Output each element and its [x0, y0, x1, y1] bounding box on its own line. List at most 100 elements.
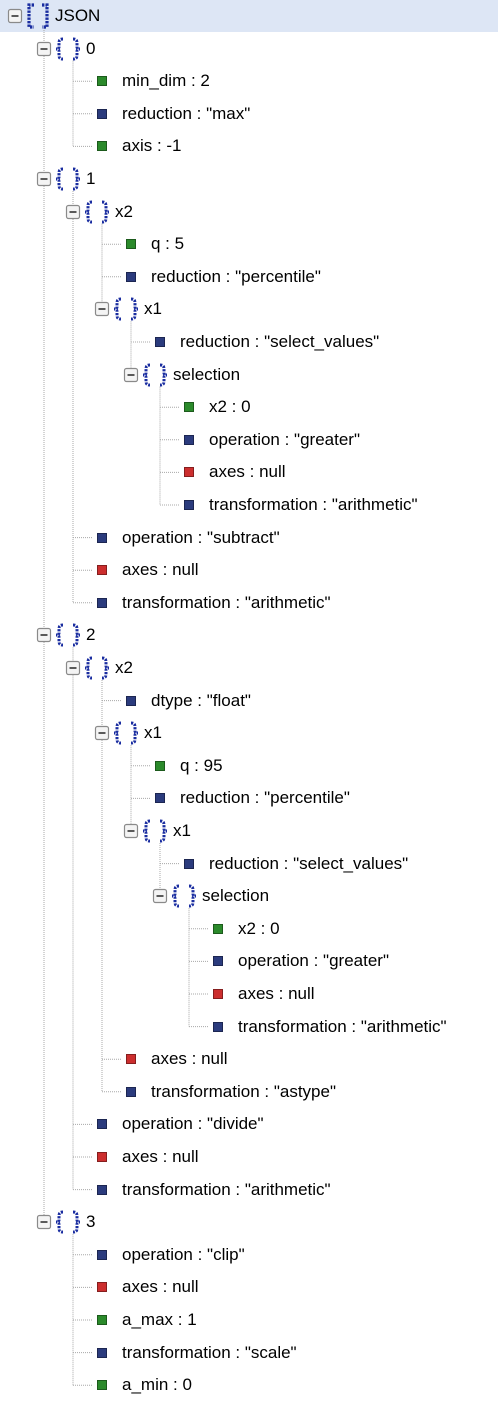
tree-leaf-item[interactable]: a_min : 0 — [97, 1369, 192, 1401]
object-braces-icon — [83, 200, 111, 224]
collapse-toggle-icon[interactable] — [7, 8, 23, 24]
leaf-text: transformation : "arithmetic" — [122, 592, 331, 612]
leaf-text: x2 : 0 — [238, 918, 280, 938]
collapse-toggle-icon[interactable] — [94, 725, 110, 741]
collapse-toggle-icon[interactable] — [123, 367, 139, 383]
object-braces-icon — [112, 721, 140, 745]
tree-object-node[interactable]: x2 — [65, 652, 133, 684]
string-value-icon — [97, 108, 107, 119]
node-label: selection — [173, 364, 241, 384]
tree-leaf-item[interactable]: reduction : "percentile" — [155, 782, 350, 814]
collapse-toggle-icon[interactable] — [36, 41, 52, 57]
collapse-toggle-icon[interactable] — [36, 171, 52, 187]
tree-leaf-item[interactable]: operation : "clip" — [97, 1239, 245, 1271]
tree-object-node[interactable]: 1 — [36, 163, 95, 195]
string-value-icon — [97, 1347, 107, 1358]
tree-leaf-item[interactable]: operation : "subtract" — [97, 522, 280, 554]
tree-object-node[interactable]: 3 — [36, 1206, 95, 1238]
number-value-icon — [97, 76, 107, 87]
tree-leaf-item[interactable]: reduction : "select_values" — [155, 326, 379, 358]
tree-leaf-item[interactable]: transformation : "scale" — [97, 1337, 297, 1369]
null-value-icon — [184, 467, 194, 478]
tree-leaf-item[interactable]: operation : "divide" — [97, 1108, 264, 1140]
leaf-text: axes : null — [122, 560, 199, 580]
collapse-toggle-icon[interactable] — [94, 301, 110, 317]
collapse-toggle-icon[interactable] — [36, 627, 52, 643]
tree-leaf-item[interactable]: dtype : "float" — [126, 685, 251, 717]
tree-leaf-item[interactable]: x2 : 0 — [213, 913, 280, 945]
number-value-icon — [155, 760, 165, 771]
leaf-text: reduction : "percentile" — [151, 266, 321, 286]
tree-object-node[interactable]: x2 — [65, 196, 133, 228]
tree-leaf-item[interactable]: x2 : 0 — [184, 391, 251, 423]
tree-leaf-item[interactable]: axes : null — [97, 1141, 199, 1173]
object-braces-icon — [54, 1210, 82, 1234]
tree-object-node[interactable]: 0 — [36, 33, 95, 65]
tree-leaf-item[interactable]: q : 5 — [126, 228, 184, 260]
node-label: 2 — [86, 625, 96, 645]
collapse-toggle-icon[interactable] — [152, 888, 168, 904]
tree-leaf-item[interactable]: reduction : "max" — [97, 98, 250, 130]
tree-leaf-item[interactable]: axes : null — [126, 1043, 228, 1075]
tree-leaf-item[interactable]: operation : "greater" — [213, 945, 389, 977]
string-value-icon — [126, 1086, 136, 1097]
tree-leaf-item[interactable]: a_max : 1 — [97, 1304, 197, 1336]
node-label: x1 — [144, 723, 162, 743]
tree-leaf-item[interactable]: transformation : "astype" — [126, 1076, 336, 1108]
tree-leaf-item[interactable]: transformation : "arithmetic" — [184, 489, 418, 521]
leaf-text: dtype : "float" — [151, 690, 251, 710]
node-label: 3 — [86, 1212, 96, 1232]
leaf-text: operation : "greater" — [209, 429, 360, 449]
collapse-toggle-icon[interactable] — [65, 204, 81, 220]
leaf-text: operation : "clip" — [122, 1244, 245, 1264]
leaf-text: axes : null — [238, 984, 315, 1003]
node-label: 0 — [86, 38, 96, 58]
leaf-text: operation : "subtract" — [122, 527, 280, 547]
leaf-text: x2 : 0 — [209, 397, 251, 417]
tree-object-node[interactable]: selection — [123, 359, 240, 391]
tree-leaf-item[interactable]: axes : null — [213, 978, 315, 1010]
tree-object-node[interactable]: x1 — [94, 293, 162, 325]
tree-leaf-item[interactable]: reduction : "percentile" — [126, 261, 321, 293]
tree-leaf-item[interactable]: axes : null — [97, 1271, 199, 1303]
number-value-icon — [97, 1315, 107, 1325]
leaf-text: transformation : "astype" — [151, 1081, 336, 1101]
node-label: 1 — [86, 169, 96, 188]
tree-object-node[interactable]: x1 — [123, 815, 191, 847]
leaf-text: reduction : "max" — [122, 103, 251, 123]
object-braces-icon — [54, 167, 82, 191]
tree-leaf-item[interactable]: reduction : "select_values" — [184, 848, 408, 880]
string-value-icon — [184, 500, 194, 510]
tree-leaf-item[interactable]: axes : null — [97, 554, 199, 586]
null-value-icon — [97, 1152, 107, 1162]
number-value-icon — [126, 239, 136, 250]
leaf-text: q : 5 — [151, 234, 185, 254]
tree-leaf-item[interactable]: axes : null — [184, 456, 286, 488]
tree-leaf-item[interactable]: min_dim : 2 — [97, 65, 210, 97]
tree-leaf-item[interactable]: q : 95 — [155, 750, 223, 782]
collapse-toggle-icon[interactable] — [36, 1214, 52, 1230]
collapse-toggle-icon[interactable] — [123, 823, 139, 839]
tree-leaf-item[interactable]: transformation : "arithmetic" — [97, 587, 331, 619]
tree-root-node[interactable]: JSON — [7, 0, 100, 32]
leaf-text: axes : null — [122, 1277, 199, 1297]
node-label: x2 — [115, 658, 133, 677]
tree-leaf-item[interactable]: axis : -1 — [97, 130, 182, 162]
leaf-text: reduction : "select_values" — [180, 332, 380, 351]
leaf-text: operation : "divide" — [122, 1114, 264, 1134]
string-value-icon — [97, 532, 107, 543]
leaf-text: transformation : "arithmetic" — [209, 495, 418, 514]
tree-object-node[interactable]: selection — [152, 880, 269, 912]
collapse-toggle-icon[interactable] — [65, 660, 81, 676]
tree-leaf-item[interactable]: transformation : "arithmetic" — [97, 1174, 331, 1206]
leaf-text: axes : null — [122, 1147, 199, 1166]
string-value-icon — [97, 597, 107, 608]
tree-object-node[interactable]: x1 — [94, 717, 162, 749]
tree-leaf-item[interactable]: transformation : "arithmetic" — [213, 1011, 447, 1043]
node-label: JSON — [55, 6, 101, 25]
tree-leaf-item[interactable]: operation : "greater" — [184, 424, 360, 456]
leaf-text: a_min : 0 — [122, 1375, 192, 1395]
tree-object-node[interactable]: 2 — [36, 619, 95, 651]
